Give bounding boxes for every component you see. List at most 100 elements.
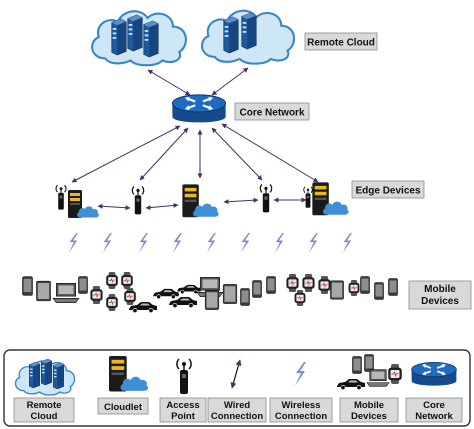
laptop-icon (52, 282, 80, 304)
smartwatch-icon (348, 280, 360, 296)
wireless-links (68, 233, 352, 253)
cloudlet-icon (182, 184, 218, 217)
mobile-devices-label: Mobile Devices (408, 280, 472, 310)
lightning-icon (342, 233, 352, 253)
lightning-icon (240, 233, 250, 253)
link-core-edge2 (139, 127, 189, 181)
tablet-icon (204, 290, 220, 310)
access-point-icon (131, 185, 145, 216)
wired-links (71, 67, 319, 211)
remote-cloud-label: Remote Cloud (304, 32, 378, 51)
svg-text:Network: Network (415, 411, 453, 422)
link-cloud1-core (147, 69, 191, 96)
server-rack-icon (143, 20, 159, 58)
link-edge3-edge4 (223, 197, 259, 205)
smartphone-icon (266, 276, 276, 294)
svg-text:Access: Access (166, 400, 199, 411)
tablet-icon (222, 284, 238, 304)
link-cloud2-core (211, 67, 249, 96)
svg-text:Connection: Connection (275, 411, 327, 422)
edge-node-4 (259, 183, 273, 214)
legend-item-core-network: Core Network (405, 361, 463, 423)
link-edge1-edge2 (97, 203, 131, 211)
lightning-icon (206, 233, 216, 253)
cloudlet-icon (68, 190, 99, 218)
lightning-icon (308, 233, 318, 253)
smartphone-icon (352, 356, 362, 374)
smartphone-icon (360, 276, 370, 294)
smartwatch-icon (302, 274, 315, 292)
legend-item-access-point: Access Point (159, 358, 207, 423)
legend-item-cloudlet: Cloudlet (97, 356, 149, 415)
server-rack-icon (40, 359, 53, 385)
legend-item-mobile-devices: Mobile Devices (336, 354, 402, 423)
legend-item-wireless-connection: Wireless Connection (269, 362, 333, 423)
link-core-edge5 (221, 123, 319, 183)
server-rack-icon (241, 12, 257, 50)
legend-item-remote-cloud: Remote Cloud (13, 359, 76, 423)
svg-text:Point: Point (171, 411, 196, 422)
server-rack-icon (28, 362, 41, 388)
edge-devices-label: Edge Devices (351, 180, 425, 199)
link-core-edge4 (211, 127, 263, 181)
svg-text:Cloudlet: Cloudlet (104, 402, 143, 413)
remote-cloud-right (200, 9, 296, 65)
server-rack-icon (111, 18, 127, 56)
tablet-icon (330, 280, 344, 300)
smartphone-icon (240, 288, 250, 306)
wired-link-sample (230, 359, 242, 389)
server-rack-icon (52, 363, 65, 389)
svg-text:Mobile: Mobile (424, 284, 456, 295)
lightning-icon (138, 233, 148, 253)
mobile-devices-row (22, 272, 398, 313)
svg-text:Core Network: Core Network (239, 108, 304, 119)
smartphone-icon (252, 280, 262, 298)
access-point-icon (55, 184, 67, 211)
svg-text:Edge Devices: Edge Devices (355, 186, 420, 197)
smartwatch-icon (286, 274, 299, 292)
smartwatch-icon (121, 272, 133, 289)
legend-item-wired-connection: Wired Connection (207, 359, 267, 423)
router-icon (410, 361, 458, 387)
lightning-icon (274, 233, 284, 253)
edge-node-1 (55, 184, 99, 218)
lightning-icon (68, 233, 78, 253)
svg-text:Remote Cloud: Remote Cloud (307, 38, 375, 49)
server-rack-icon (127, 14, 143, 52)
svg-text:Connection: Connection (211, 411, 263, 422)
smartphone-icon (374, 282, 384, 300)
svg-text:Cloud: Cloud (31, 411, 58, 422)
edge-node-2 (131, 185, 145, 216)
smartphone-icon (22, 276, 33, 296)
server-rack-icon (223, 16, 239, 54)
cloudlet-icon (312, 182, 348, 215)
smartwatch-icon (318, 276, 331, 294)
lightning-icon (102, 233, 112, 253)
core-network-router (171, 93, 227, 124)
legend: Remote Cloud Cloudlet Access Point Wired… (3, 349, 471, 427)
laptop-icon (366, 369, 390, 387)
smartwatch-icon (106, 294, 118, 311)
svg-text:Core: Core (423, 400, 445, 411)
svg-text:Remote: Remote (27, 400, 62, 411)
edge-node-5 (303, 182, 349, 215)
smartwatch-icon (124, 288, 136, 305)
access-point-icon (303, 186, 313, 209)
smartphone-icon (78, 276, 88, 294)
svg-text:Mobile: Mobile (354, 400, 384, 411)
remote-cloud-left (90, 10, 188, 67)
svg-text:Devices: Devices (421, 296, 459, 307)
core-network-label: Core Network (234, 102, 310, 121)
router-icon (171, 93, 227, 124)
svg-text:Wireless: Wireless (282, 400, 321, 411)
svg-text:Devices: Devices (351, 411, 387, 422)
smartwatch-icon (294, 290, 306, 306)
lightning-icon (172, 233, 182, 253)
smartphone-icon (388, 278, 398, 296)
edge-node-3 (182, 184, 218, 217)
access-point-icon (259, 183, 273, 214)
car-icon (152, 288, 180, 299)
smartphone-icon (364, 354, 374, 372)
smartwatch-icon (106, 272, 118, 289)
